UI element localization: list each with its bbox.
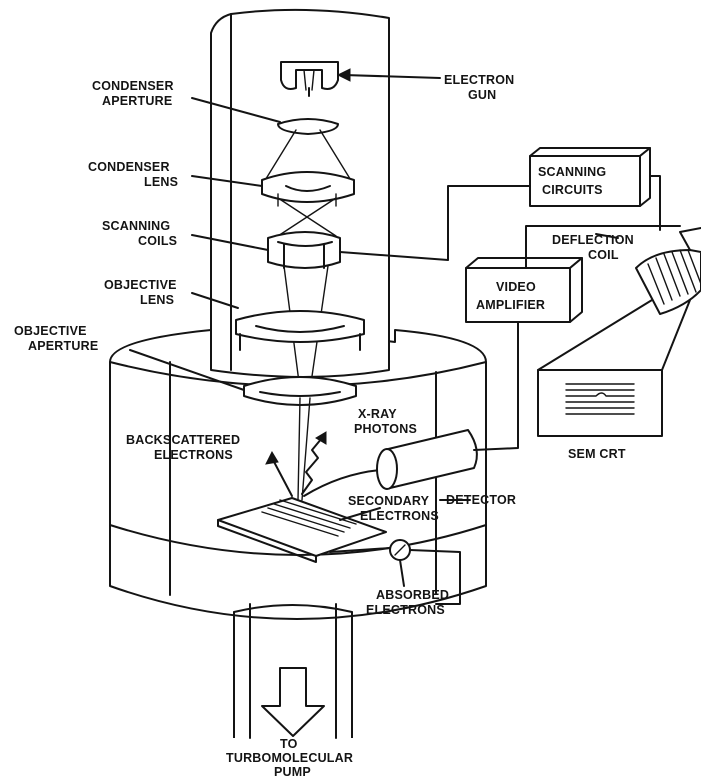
label-absorbed-electrons-1: ABSORBED xyxy=(376,588,449,602)
pump-tube xyxy=(234,604,352,738)
label-scanning-circuits-1: SCANNING xyxy=(538,165,606,179)
label-detector: DETECTOR xyxy=(446,493,516,507)
scanning-coils xyxy=(268,232,340,268)
label-condenser-aperture-1: CONDENSER xyxy=(92,79,174,93)
label-objective-lens-1: OBJECTIVE xyxy=(104,278,177,292)
label-deflection-coil-2: COIL xyxy=(588,248,619,262)
label-video-amplifier-2: AMPLIFIER xyxy=(476,298,545,312)
label-secondary-electrons-2: ELECTRONS xyxy=(360,509,439,523)
label-backscattered-electrons-2: ELECTRONS xyxy=(154,448,233,462)
label-pump-2: TURBOMOLECULAR xyxy=(226,751,353,765)
label-condenser-lens-1: CONDENSER xyxy=(88,160,170,174)
label-xray-photons-2: PHOTONS xyxy=(354,422,417,436)
label-scanning-coils-2: COILS xyxy=(138,234,177,248)
label-electron-gun-2: GUN xyxy=(468,88,496,102)
label-objective-aperture-2: APERTURE xyxy=(28,339,98,353)
label-objective-lens-2: LENS xyxy=(140,293,174,307)
label-condenser-aperture-2: APERTURE xyxy=(102,94,172,108)
label-backscattered-electrons-1: BACKSCATTERED xyxy=(126,433,240,447)
label-electron-gun-1: ELECTRON xyxy=(444,73,514,87)
label-secondary-electrons-1: SECONDARY xyxy=(348,494,430,508)
label-video-amplifier-1: VIDEO xyxy=(496,280,536,294)
label-condenser-lens-2: LENS xyxy=(144,175,178,189)
label-sem-crt: SEM CRT xyxy=(568,447,626,461)
label-absorbed-electrons-2: ELECTRONS xyxy=(366,603,445,617)
label-objective-aperture-1: OBJECTIVE xyxy=(14,324,87,338)
label-pump-3: PUMP xyxy=(274,765,311,779)
condenser-aperture xyxy=(278,119,338,134)
label-xray-photons-1: X-RAY xyxy=(358,407,397,421)
label-scanning-coils-1: SCANNING xyxy=(102,219,170,233)
label-deflection-coil-1: DEFLECTION xyxy=(552,233,634,247)
label-scanning-circuits-2: CIRCUITS xyxy=(542,183,603,197)
label-pump-1: TO xyxy=(280,737,298,751)
